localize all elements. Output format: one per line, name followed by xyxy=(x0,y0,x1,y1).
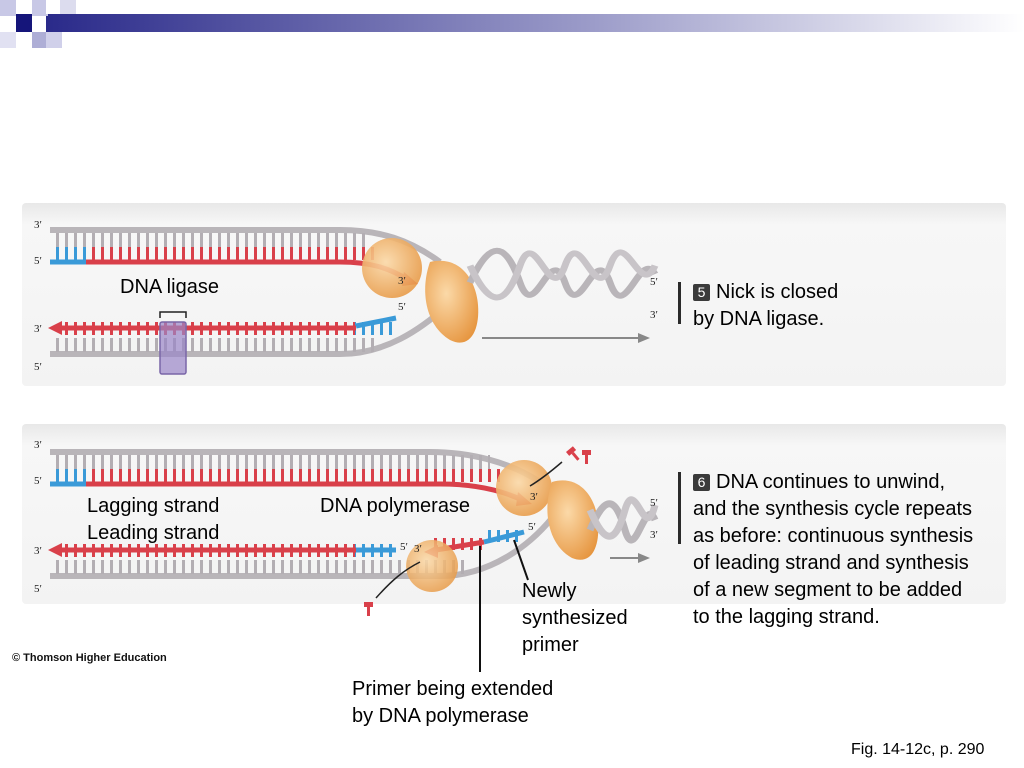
label-newly-synthesized-primer: Newly synthesized primer xyxy=(522,578,628,659)
p5-prime-bot-5: 5′ xyxy=(34,361,42,373)
panel-6-caption-line-3: as before: continuous synthesis xyxy=(693,525,974,547)
p6-dna-polymerase-top xyxy=(496,460,552,516)
p5-top-new-ticks xyxy=(86,247,376,260)
p6-prime-top-5: 5′ xyxy=(34,475,42,487)
panel-5-caption: 5 Nick is closed by DNA ligase. xyxy=(693,279,838,333)
p6-top-base-ticks xyxy=(50,455,490,469)
label-newly-line-2: synthesized xyxy=(522,607,628,629)
panel-6-caption-line-5: of a new segment to be added xyxy=(693,579,963,601)
label-newly-line-1: Newly xyxy=(522,580,577,602)
panel-5-caption-bracket xyxy=(678,282,681,324)
p6-prime-right-3: 3′ xyxy=(650,529,658,541)
label-leading-strand: Leading strand xyxy=(87,522,220,544)
figure-reference: Fig. 14-12c, p. 290 xyxy=(851,741,985,758)
copyright-notice: © Thomson Higher Education xyxy=(12,652,167,664)
free-nucleotide-top-1 xyxy=(566,446,580,461)
p5-top-base-ticks xyxy=(50,233,370,247)
p6-bottom-new-strand-arrow xyxy=(48,543,62,557)
p6-prime-low-3: 3′ xyxy=(414,543,422,555)
p5-prime-top-5: 5′ xyxy=(34,255,42,267)
label-primer-being-extended: Primer being extended by DNA polymerase xyxy=(352,676,553,730)
step-5-badge: 5 xyxy=(693,284,710,301)
p6-dna-polymerase-bottom xyxy=(406,540,458,592)
panel-6-caption-line-2: and the synthesis cycle repeats xyxy=(693,498,973,520)
nucleotide-approach-arrow-bottom xyxy=(375,561,421,599)
p6-newly-primer xyxy=(483,529,525,545)
panel-6-caption: 6 DNA continues to unwind, and the synthe… xyxy=(693,469,973,631)
panel-6-caption-line-6: to the lagging strand. xyxy=(693,606,880,628)
p5-prime-right-3: 3′ xyxy=(650,309,658,321)
label-dna-ligase: DNA ligase xyxy=(120,276,219,298)
free-nucleotide-bottom xyxy=(364,602,373,616)
label-newly-line-3: primer xyxy=(522,634,579,656)
leader-line-newly-primer xyxy=(513,539,529,581)
label-extended-line-2: by DNA polymerase xyxy=(352,705,529,727)
p5-dna-polymerase xyxy=(362,238,422,298)
nucleotide-approach-arrow-top xyxy=(529,461,563,487)
p6-bottom-base-ticks xyxy=(50,560,470,574)
panel-6-caption-line-4: of leading strand and synthesis xyxy=(693,552,969,574)
p5-prime-top-3: 3′ xyxy=(34,219,42,231)
label-dna-polymerase: DNA polymerase xyxy=(320,495,471,517)
p5-bottom-new-strand-arrow xyxy=(48,321,62,335)
p5-prime-right-5: 5′ xyxy=(650,276,658,288)
p5-helix-strand-b xyxy=(466,249,659,301)
p5-direction-arrow-head xyxy=(638,333,650,343)
p6-direction-arrow-head xyxy=(638,553,650,563)
p6-prime-newprimer-5: 5′ xyxy=(528,521,536,533)
step-6-badge: 6 xyxy=(693,474,710,491)
p6-prime-enzyme-3: 3′ xyxy=(530,491,538,503)
p5-prime-bot-3: 3′ xyxy=(34,323,42,335)
panel-6-caption-bracket xyxy=(678,472,681,544)
p6-prime-top-3: 3′ xyxy=(34,439,42,451)
p6-helicase xyxy=(547,480,599,560)
panel-5-caption-line-1: Nick is closed xyxy=(716,281,839,303)
p5-helicase xyxy=(425,260,479,343)
p5-prime-enzyme-5: 5′ xyxy=(398,301,406,313)
p6-top-new-ticks xyxy=(86,469,506,482)
p5-helix-strand-a xyxy=(466,248,659,299)
p6-helix-strand-b xyxy=(586,496,659,540)
dna-ligase-bracket xyxy=(159,311,187,318)
p5-bottom-primer xyxy=(355,315,397,329)
label-extended-line-1: Primer being extended xyxy=(352,678,554,700)
p5-bottom-base-ticks xyxy=(50,338,380,352)
panel-5-caption-line-2: by DNA ligase. xyxy=(693,308,825,330)
panel-6-caption-line-1: DNA continues to unwind, xyxy=(716,471,946,493)
p6-prime-mid-5: 5′ xyxy=(400,541,408,553)
p6-prime-right-5: 5′ xyxy=(650,497,658,509)
p6-prime-bot-5: 5′ xyxy=(34,583,42,595)
p6-prime-bot-3: 3′ xyxy=(34,545,42,557)
label-lagging-strand: Lagging strand xyxy=(87,495,220,517)
dna-ligase-enzyme xyxy=(159,321,187,375)
title-bar-decoration xyxy=(0,0,1024,48)
p5-prime-enzyme-3: 3′ xyxy=(398,275,406,287)
p5-top-template-strand xyxy=(50,227,442,265)
p6-top-primer-ticks xyxy=(50,469,86,482)
p5-top-primer-ticks xyxy=(50,247,86,260)
free-nucleotide-top-2 xyxy=(582,450,591,464)
